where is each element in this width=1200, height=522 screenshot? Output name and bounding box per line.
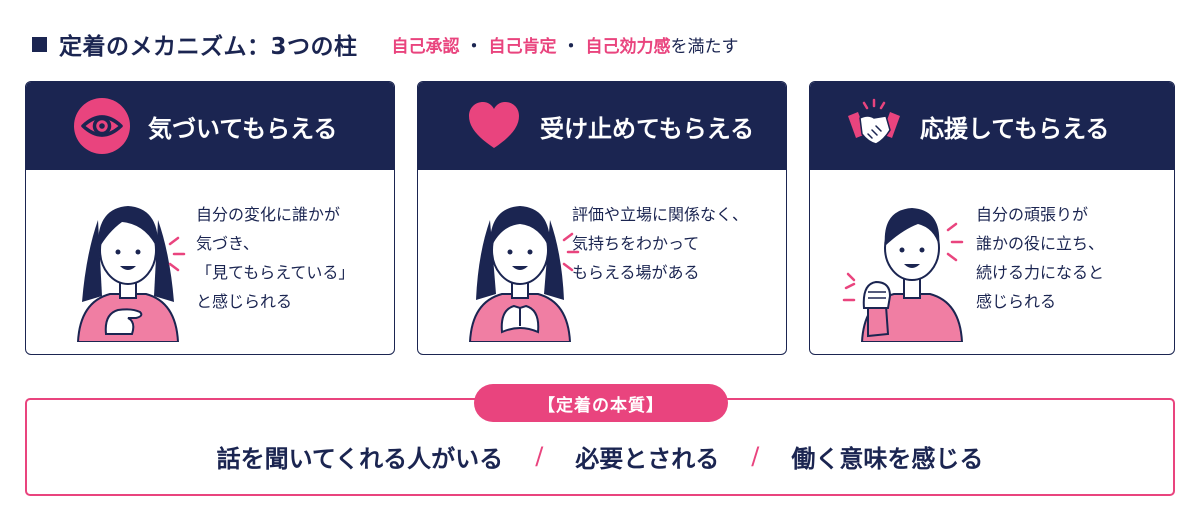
- pillar-description: 自分の変化に誰かが 気づき、 「見てもらえている」 と感じられる: [196, 200, 354, 316]
- woman-hand-on-chest-illustration: [76, 206, 186, 342]
- pillar-description: 自分の頑張りが 誰かの役に立ち、 続ける力になると 感じられる: [976, 200, 1104, 316]
- description-line: 気づき、: [196, 234, 259, 253]
- essence-label-pill: 【定着の本質】: [474, 384, 728, 422]
- pillar-header: 応援してもらえる: [810, 82, 1174, 170]
- man-fist-pump-illustration: [842, 208, 964, 342]
- page-header: 定着のメカニズム：3つの柱 自己承認 ・ 自己肯定 ・ 自己効力感 を満たす: [32, 22, 739, 66]
- pillar-title: 受け止めてもらえる: [540, 114, 755, 143]
- subtitle-item-self-efficacy: 自己効力感: [585, 36, 671, 57]
- pillar-card-supported: 応援してもらえる 自分の頑張りが 誰かの役に立ち、 続ける力になると 感じられる: [809, 81, 1175, 355]
- description-line: 誰かの役に立ち、: [976, 234, 1105, 253]
- woman-clasped-hands-illustration: [468, 206, 580, 342]
- essence-item: 働く意味を感じる: [791, 444, 984, 473]
- description-line: 続ける力になると: [976, 263, 1105, 282]
- subtitle-tail: を満たす: [670, 36, 739, 57]
- description-line: 自分の変化に誰かが: [196, 205, 341, 224]
- pillar-header: 受け止めてもらえる: [418, 82, 786, 170]
- subtitle-separator: ・: [465, 36, 483, 57]
- square-bullet-icon: [32, 36, 47, 52]
- essence-item: 必要とされる: [575, 444, 720, 473]
- essence-label: 【定着の本質】: [538, 395, 664, 416]
- essence-item: 話を聞いてくれる人がいる: [216, 444, 504, 473]
- pillar-title: 応援してもらえる: [920, 114, 1110, 143]
- description-line: 自分の頑張りが: [976, 205, 1089, 224]
- description-line: 感じられる: [976, 292, 1057, 311]
- page-title: 定着のメカニズム：3つの柱: [59, 34, 358, 60]
- eye-icon: [74, 98, 130, 154]
- description-line: もらえる場がある: [572, 263, 700, 282]
- subtitle-item-self-affirmation: 自己肯定: [488, 36, 557, 57]
- essence-separator: /: [751, 442, 760, 470]
- subtitle-separator: ・: [562, 36, 580, 57]
- pillar-title: 気づいてもらえる: [148, 114, 338, 143]
- description-line: と感じられる: [196, 292, 293, 311]
- pillar-card-noticed: 気づいてもらえる 自分の変化に誰かが 気づき、 「見てもらえている」 と感じられ…: [25, 81, 395, 355]
- description-line: 評価や立場に関係なく、: [572, 205, 749, 224]
- pillar-description: 評価や立場に関係なく、 気持ちをわかって もらえる場がある: [572, 200, 748, 287]
- essence-separator: /: [535, 442, 544, 470]
- heart-icon: [469, 102, 519, 148]
- pillar-header: 気づいてもらえる: [26, 82, 394, 170]
- description-line: 気持ちをわかって: [572, 234, 700, 253]
- pillar-card-accepted: 受け止めてもらえる 評価や立場に関係なく、 気持ちをわかって もらえる場がある: [417, 81, 787, 355]
- page-subtitle: 自己承認 ・ 自己肯定 ・ 自己効力感 を満たす: [392, 32, 739, 57]
- subtitle-item-self-approval: 自己承認: [391, 36, 460, 57]
- essence-items: 話を聞いてくれる人がいる / 必要とされる / 働く意味を感じる: [25, 428, 1175, 484]
- handshake-icon: [848, 98, 900, 145]
- description-line: 「見てもらえている」: [196, 263, 355, 282]
